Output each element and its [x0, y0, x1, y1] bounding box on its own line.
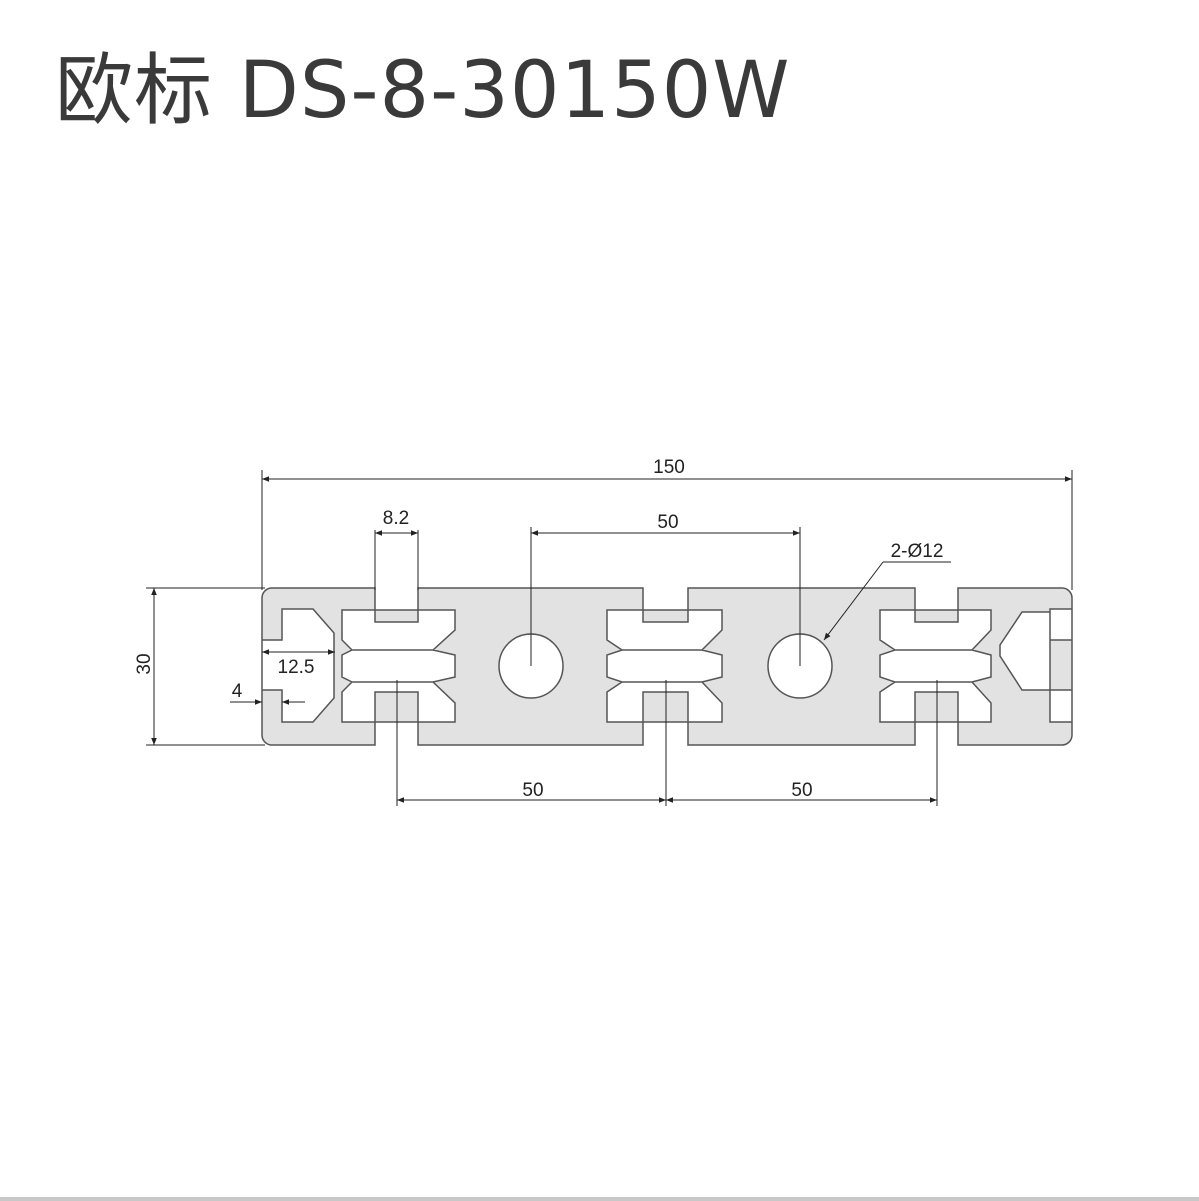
dim-label-30: 30 — [134, 653, 155, 674]
page-title: 欧标 DS-8-30150W — [55, 46, 791, 136]
dim-label-8-2: 8.2 — [383, 508, 409, 529]
dim-label-150: 150 — [653, 457, 685, 478]
dim-label-hole: 2-Ø12 — [891, 541, 944, 562]
dim-label-50-top: 50 — [657, 512, 678, 533]
dim-label-50-bottom-right: 50 — [791, 780, 812, 801]
bottom-divider — [0, 1197, 1199, 1201]
dim-label-12-5: 12.5 — [278, 657, 315, 678]
hole-callout-leader — [823, 561, 884, 641]
dim-label-4: 4 — [232, 681, 243, 702]
profile-outline — [261, 587, 1073, 746]
dim-label-50-bottom-left: 50 — [522, 780, 543, 801]
